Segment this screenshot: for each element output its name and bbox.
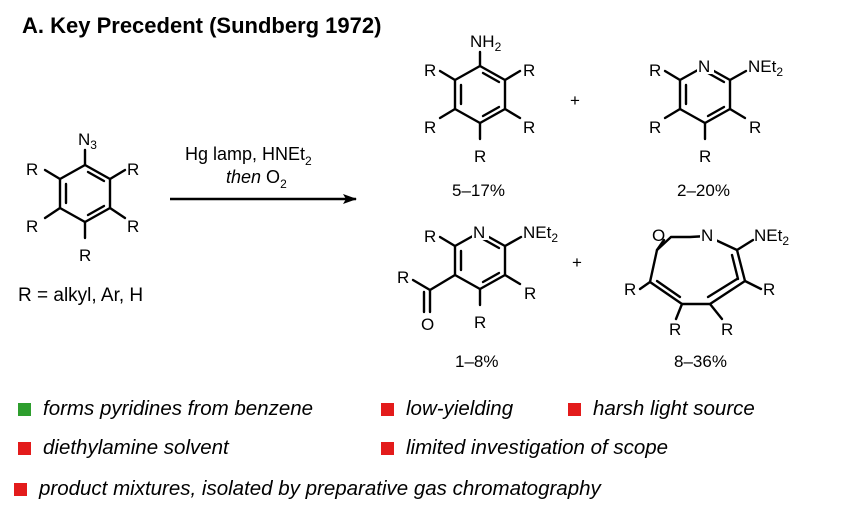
note-con: product mixtures, isolated by preparativ… [14,477,601,501]
r-label: R [424,61,436,80]
r-definition: R = alkyl, Ar, H [18,285,143,306]
red-square-icon [381,402,394,416]
r-label: R [127,160,139,179]
amine-label: NEt2 [754,226,789,248]
note-con: diethylamine solvent [18,436,229,460]
r-label: R [474,313,486,332]
r-label: R [649,61,661,80]
page-title: A. Key Precedent (Sundberg 1972) [22,13,381,38]
yield-azepinone: 8–36% [674,352,727,371]
carbonyl-o-label: O [652,226,665,245]
note-pro: forms pyridines from benzene [18,397,313,421]
product-aniline: NH2 R R R R R [424,32,535,166]
r-label: R [26,160,38,179]
note-text: low-yielding [406,397,514,420]
note-text: harsh light source [593,397,755,420]
r-label: R [669,320,681,339]
r-label: R [523,118,535,137]
green-square-icon [18,402,31,416]
product-aminopyridine: N NEt2 R R R R [649,57,783,166]
azide-label: N3 [78,130,97,152]
r-label: R [524,284,536,303]
note-text: forms pyridines from benzene [43,397,314,420]
red-square-icon [381,441,394,455]
product-acylpyridine: N NEt2 R R R R O [397,223,558,334]
r-label: R [624,280,636,299]
r-label: R [397,268,409,287]
conditions-line-2: then O2 [226,167,287,191]
red-square-icon [18,441,31,455]
amine-label: NEt2 [523,223,558,245]
product-azepinone: O N NEt2 R R R R [624,226,789,339]
r-label: R [699,147,711,166]
note-con: low-yielding [381,397,513,421]
reactant-aryl-azide: N3 R R R R R [26,130,139,265]
r-label: R [523,61,535,80]
note-text: product mixtures, isolated by preparativ… [39,477,601,500]
conditions-line-1: Hg lamp, HNEt2 [185,144,312,168]
yield-acylpyridine: 1–8% [455,352,498,371]
carbonyl-o-label: O [421,315,434,334]
amine-label: NEt2 [748,57,783,79]
note-con: limited investigation of scope [381,436,668,460]
red-square-icon [568,402,581,416]
r-label: R [127,217,139,236]
amine-label: NH2 [470,32,502,54]
r-label: R [26,217,38,236]
ring-n-label: N [701,226,713,245]
note-con: harsh light source [568,397,755,421]
r-label: R [474,147,486,166]
plus-sign: + [572,253,582,272]
ring-n-label: N [698,57,710,76]
ring-n-label: N [473,223,485,242]
r-label: R [649,118,661,137]
r-label: R [424,118,436,137]
note-text: diethylamine solvent [43,436,229,459]
yield-aniline: 5–17% [452,181,505,200]
r-label: R [424,227,436,246]
r-label: R [763,280,775,299]
r-label: R [749,118,761,137]
r-label: R [721,320,733,339]
conditions-then: then [226,167,261,187]
r-label: R [79,246,91,265]
plus-sign: + [570,91,580,110]
yield-aminopyridine: 2–20% [677,181,730,200]
red-square-icon [14,482,27,496]
note-text: limited investigation of scope [406,436,669,459]
